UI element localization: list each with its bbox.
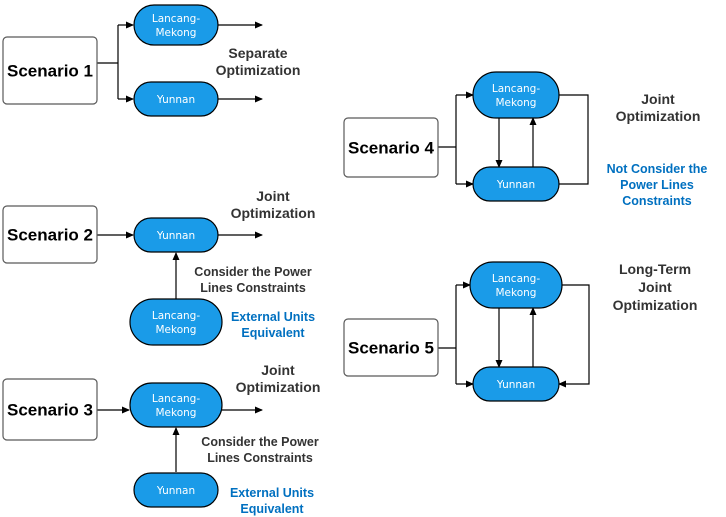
s5-feedback [558, 284, 590, 388]
scenario-4-node-lancangmekong-label-line: Mekong [496, 97, 537, 109]
scenario-2-constraint-line: Consider the Power [194, 265, 312, 279]
scenario-1-node-yunnan-label-line: Yunnan [156, 94, 195, 106]
scenario-2-node-lancangmekong-label-line: Lancang- [152, 310, 200, 322]
scenario-3-constraint-line: Consider the Power [201, 435, 319, 449]
scenario-1-annotation-line: Separate [228, 45, 287, 61]
scenario-2-annotation-line: Optimization [231, 205, 316, 221]
scenario-5-node-lancangmekong-label-line: Mekong [496, 287, 537, 299]
scenario-5-node-yunnan [472, 366, 560, 402]
scenario-4-annotation-line: Optimization [616, 108, 701, 124]
scenario-4-note-line: Not Consider the [607, 162, 708, 176]
scenario-3-node-lancangmekong [129, 382, 223, 428]
scenario-1-label: Scenario 1 [7, 62, 93, 81]
scenario-4-note-line: Power Lines [620, 178, 694, 192]
scenario-5-node-lancangmekong-label: Lancang- Mekong [492, 273, 540, 299]
scenario-1-node-yunnan [133, 81, 219, 117]
scenario-5-node-yunnan-label: Yunnan [496, 379, 535, 391]
scenario-3-node-lancangmekong-label-line: Mekong [156, 407, 197, 419]
scenario-5-label: Scenario 5 [348, 339, 434, 358]
scenario-4-node-yunnan-label: Yunnan [496, 179, 535, 191]
scenario-3-node-lancangmekong-label-line: Lancang- [152, 393, 200, 405]
scenario-5-node-lancangmekong [469, 261, 563, 309]
scenario-3-annotation-line: Optimization [236, 379, 321, 395]
connector-layer [97, 21, 590, 472]
node-layer [2, 4, 563, 508]
s4-out-bracket [559, 94, 589, 185]
scenario-5-node-yunnan-label-line: Yunnan [496, 379, 535, 391]
scenario-1-node-lancangmekong-label: Lancang- Mekong [152, 13, 200, 39]
scenario-2-node-lancangmekong-label-line: Mekong [156, 324, 197, 336]
scenario-4-box [343, 117, 439, 178]
scenario-4-label: Scenario 4 [348, 139, 435, 158]
scenario-2-annotation-line: Joint [256, 188, 290, 204]
scenario-3-node-yunnan [133, 472, 219, 508]
scenario-2-note-line: Equivalent [241, 326, 305, 340]
scenario-3-node-yunnan-label: Yunnan [156, 485, 195, 497]
scenario-4-node-lancangmekong [472, 71, 560, 119]
scenario-5-annotation-line: Long-Term [619, 261, 691, 277]
scenario-3-note-line: Equivalent [240, 502, 304, 516]
scenario-3-annotation-line: Joint [261, 362, 295, 378]
scenario-2-node-yunnan-label: Yunnan [156, 230, 195, 242]
scenario-2-constraint-line: Lines Constraints [200, 281, 306, 295]
scenario-1-node-lancangmekong [133, 4, 219, 46]
scenario-5-node-lancangmekong-label-line: Lancang- [492, 273, 540, 285]
scenario-2-note-line: External Units [231, 310, 315, 324]
scenario-3-node-lancangmekong-label: Lancang- Mekong [152, 393, 200, 419]
scenario-1-node-yunnan-label: Yunnan [156, 94, 195, 106]
scenario-3-label: Scenario 3 [7, 401, 93, 420]
scenario-4-note-line: Constraints [622, 194, 692, 208]
scenario-5-annotation-line: Optimization [613, 297, 698, 313]
scenario-1-annotation-line: Optimization [216, 62, 301, 78]
scenario-3-note-line: External Units [230, 486, 314, 500]
scenario-4-node-yunnan [472, 166, 560, 202]
scenario-3-box [2, 378, 98, 441]
scenario-5-box [343, 318, 439, 377]
scenario-2-node-yunnan [133, 217, 219, 253]
scenario-1-node-lancangmekong-label-line: Lancang- [152, 13, 200, 25]
scenario-5-annotation-line: Joint [638, 279, 672, 295]
scenario-3-constraint-line: Lines Constraints [207, 451, 313, 465]
scenario-1-box [2, 36, 98, 105]
scenario-2-node-lancangmekong-label: Lancang- Mekong [152, 310, 200, 336]
scenario-4-node-yunnan-label-line: Yunnan [496, 179, 535, 191]
scenario-4-node-lancangmekong-label-line: Lancang- [492, 83, 540, 95]
scenario-2-node-yunnan-label-line: Yunnan [156, 230, 195, 242]
scenario-2-box [2, 205, 98, 264]
scenario-4-annotation-line: Joint [641, 91, 675, 107]
scenario-4-node-lancangmekong-label: Lancang- Mekong [492, 83, 540, 109]
scenario-3-node-yunnan-label-line: Yunnan [156, 485, 195, 497]
scenario-2-node-lancangmekong [129, 298, 223, 346]
scenario-2-label: Scenario 2 [7, 226, 93, 245]
scenario-1-node-lancangmekong-label-line: Mekong [156, 27, 197, 39]
